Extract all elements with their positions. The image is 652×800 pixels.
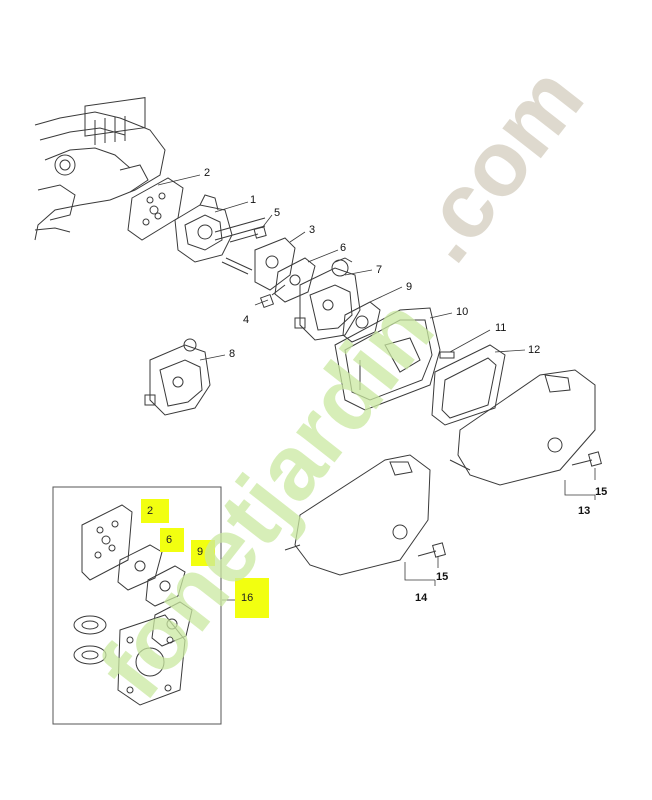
air-filter-housing-part-10 (334, 307, 441, 411)
adapter-part-1 (174, 194, 266, 263)
inset-callout-16: 16 (235, 578, 269, 618)
cover-part-13 (449, 369, 596, 486)
inset-callout-2: 2 (141, 499, 169, 523)
plate-part-3 (254, 237, 296, 291)
callout-12: 12 (528, 344, 541, 356)
air-filter-element-part-12 (431, 344, 506, 426)
callout-15-lower: 15 (436, 571, 449, 583)
inset-callout-9: 9 (191, 540, 215, 566)
callout-7: 7 (376, 264, 383, 276)
callout-11: 11 (495, 322, 507, 334)
callout-3: 3 (309, 224, 316, 236)
callout-10: 10 (456, 306, 469, 318)
leader-lines (157, 174, 596, 601)
callout-2: 2 (204, 167, 211, 179)
callout-14: 14 (415, 592, 428, 604)
callout-15-upper: 15 (595, 486, 608, 498)
carburetor-part-8 (144, 338, 211, 416)
carburetor-part-7 (294, 257, 361, 341)
callout-9: 9 (406, 281, 413, 293)
gasket-part-6 (274, 257, 316, 303)
callout-13: 13 (578, 505, 591, 517)
screw-part-5 (221, 226, 267, 275)
inset-callout-6: 6 (160, 528, 184, 552)
screw-part-4 (259, 284, 286, 309)
gasket-part-9 (342, 301, 381, 343)
gasket-kit-inset (52, 486, 222, 725)
callout-5: 5 (274, 207, 281, 219)
screw-part-15-upper (571, 451, 602, 467)
clip-part-11 (439, 351, 455, 359)
callout-1: 1 (250, 194, 257, 206)
cover-part-14 (284, 454, 431, 576)
callout-8: 8 (229, 348, 236, 360)
screw-part-15-lower (417, 542, 446, 558)
callout-4: 4 (243, 314, 250, 326)
engine-block (34, 97, 166, 241)
callout-6: 6 (340, 242, 347, 254)
